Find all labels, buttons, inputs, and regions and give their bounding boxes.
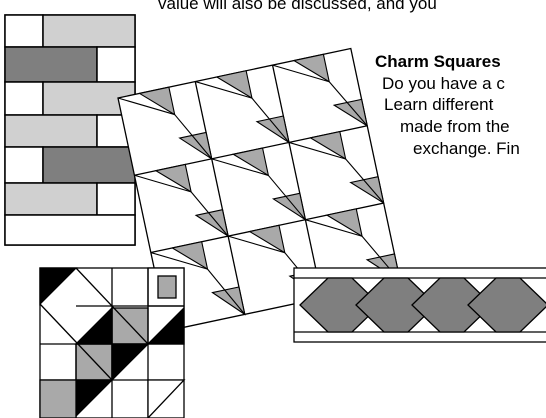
body-line-3: made from the (400, 117, 510, 137)
body-line-2: Learn different (384, 95, 493, 115)
section-heading: Charm Squares (375, 52, 501, 72)
quilt-block-cross (40, 268, 184, 418)
body-line-4: exchange. Fin (413, 139, 520, 159)
quilt-border-zigzag (294, 268, 546, 342)
top-text-line: value will also be discussed, and you (158, 0, 437, 14)
body-line-1: Do you have a c (382, 74, 505, 94)
